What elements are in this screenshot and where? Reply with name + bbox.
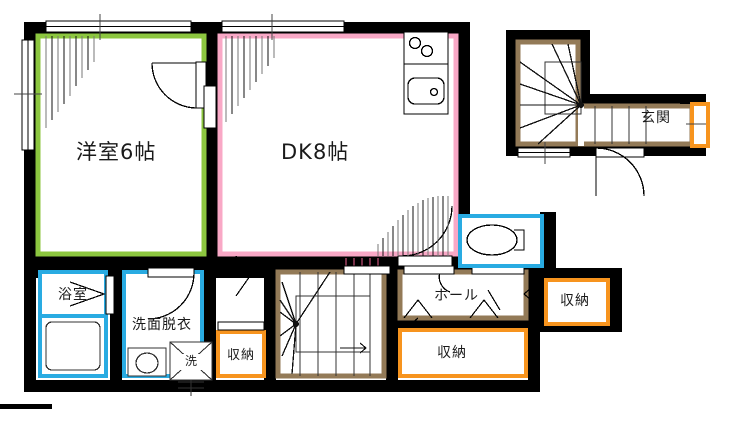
- room-closet-2: [398, 328, 528, 378]
- curtain-hatch-dk: [225, 36, 275, 122]
- washing-machine-icon: [169, 341, 213, 396]
- room-toilet: [458, 214, 544, 268]
- stair-threshold: [343, 265, 391, 275]
- washbasin-icon: [127, 347, 167, 377]
- room-bedroom: [35, 33, 207, 257]
- curtain-hatch-dk-door: [377, 196, 449, 256]
- hall-threshold-1: [403, 265, 455, 275]
- window-bedroom-left: [14, 39, 42, 151]
- room-label-entrance: 玄関: [641, 110, 671, 126]
- door-toilet: [523, 281, 539, 307]
- door-hall-markers: [403, 271, 501, 331]
- staircase-main: [275, 269, 387, 379]
- stove-icon: [408, 36, 434, 58]
- door-bedroom: [151, 61, 207, 109]
- bathtub-icon: [45, 321, 101, 371]
- room-label-dk: DK8帖: [281, 140, 350, 164]
- door-bathroom: [69, 275, 115, 315]
- window-dk-top: [221, 14, 345, 40]
- window-bedroom-top: [45, 14, 192, 40]
- front-door-panel: [690, 102, 710, 148]
- sink-icon: [407, 77, 445, 105]
- room-label-closet-3: 収納: [560, 293, 590, 309]
- toilet-bowl-icon: [466, 224, 525, 256]
- window-dk-left: [203, 85, 217, 129]
- scale-bar: [0, 404, 52, 409]
- room-label-washroom: 洗面脱衣: [132, 317, 192, 333]
- door-dk-closet: [235, 255, 251, 297]
- room-hall: [397, 269, 529, 321]
- room-label-closet-1: 収納: [227, 348, 256, 363]
- fixture-label-washing-machine: 洗: [185, 354, 199, 368]
- door-washroom: [147, 267, 195, 320]
- room-closet-1: [216, 321, 266, 378]
- curtain-hatch-bedroom: [45, 36, 95, 128]
- curtain-hatch-dk-door-dark: [382, 196, 444, 256]
- window-entrance: [517, 142, 571, 164]
- room-label-bedroom: 洋室6帖: [76, 140, 157, 164]
- room-closet-3: [544, 278, 610, 326]
- entrance-structure: [506, 30, 710, 197]
- room-label-bathroom: 浴室: [58, 287, 88, 303]
- curtain-hatch-bedroom-dark: [51, 36, 89, 120]
- curtain-hatch-dk-dark: [231, 36, 269, 114]
- room-label-closet-2: 収納: [437, 345, 467, 361]
- room-label-hall: ホール: [434, 288, 479, 304]
